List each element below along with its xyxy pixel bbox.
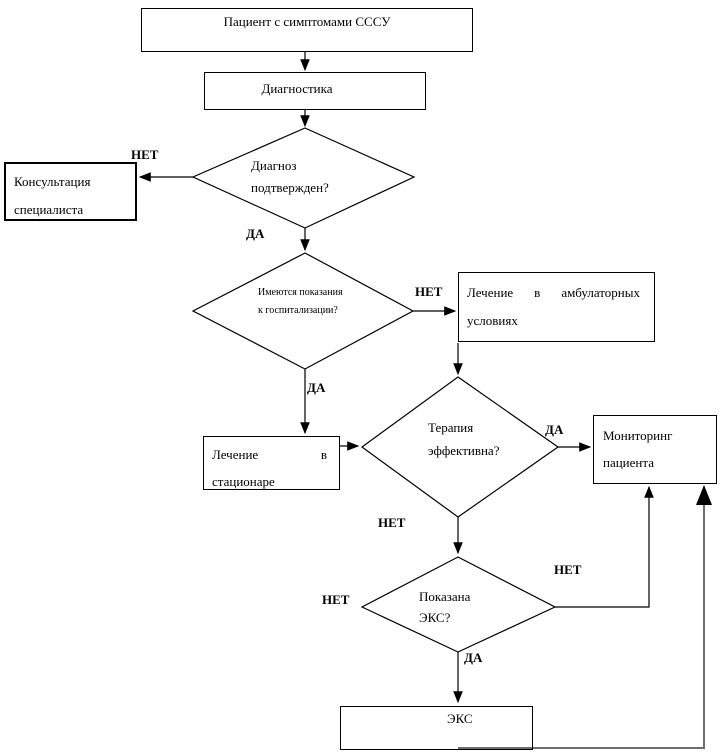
node-outpatient-word1: Лечение (467, 285, 514, 300)
edge-label-yes-therapy: ДА (545, 422, 564, 437)
edge-label-no-consult: НЕТ (131, 147, 159, 162)
edge-label-yes-pacing: ДА (464, 650, 483, 665)
node-consult: Консультация специалиста (4, 162, 137, 221)
edge-label-yes-hospitalization: ДА (307, 380, 326, 395)
decision-hospitalization-text: Имеются показания к госпитализации? (258, 284, 343, 320)
node-inpatient-word1: Лечение (212, 447, 259, 462)
node-inpatient-line1: Лечение в (204, 441, 339, 468)
decision-therapy-effective-text: Терапия эффективна? (428, 416, 499, 462)
edge-pacing-no-to-monitoring (555, 485, 654, 608)
node-diagnostics: Диагностика (204, 72, 426, 110)
node-patient: Пациент с симптомами СССУ (141, 8, 473, 52)
decision-hospitalization-line1: Имеются показания (258, 287, 343, 298)
node-monitoring-line1: Мониторинг (603, 428, 673, 443)
decision-hospitalization-line2: к госпитализации? (258, 305, 338, 316)
node-inpatient: Лечение в стационаре (203, 436, 340, 490)
decision-diagnosis-confirmed-text: Диагноз подтвержден? (251, 155, 329, 199)
edge-label-no-therapy: НЕТ (378, 515, 406, 530)
decision-therapy-line1: Терапия (428, 420, 474, 435)
node-inpatient-word2: в (320, 447, 327, 462)
edge-label-no-pacing-right: НЕТ (554, 562, 582, 577)
edge-pacemaker-to-monitoring (458, 485, 712, 749)
node-pacemaker: ЭКС (340, 706, 533, 750)
edge-label-yes-diagnosis: ДА (246, 226, 265, 241)
node-outpatient-line2: условиях (467, 313, 518, 328)
node-patient-label: Пациент с симптомами СССУ (223, 14, 391, 29)
node-diagnostics-label: Диагностика (261, 81, 333, 96)
node-consult-line2: специалиста (14, 202, 84, 217)
decision-pacing-line1: Показана (419, 589, 471, 604)
node-consult-line1: Консультация (14, 174, 91, 189)
edge-label-no-pacing-left: НЕТ (322, 592, 350, 607)
decision-diagnosis-line2: подтвержден? (251, 180, 329, 195)
node-pacemaker-label: ЭКС (447, 711, 473, 726)
node-inpatient-line2: стационаре (212, 474, 275, 489)
node-outpatient-word2: в (534, 285, 541, 300)
node-monitoring-line2: пациента (603, 455, 654, 470)
decision-diagnosis-line1: Диагноз (251, 158, 297, 173)
node-outpatient: Лечение в амбулаторных условиях (458, 272, 655, 342)
node-outpatient-word3: амбулаторных (561, 285, 640, 300)
edge-label-no-hospitalization: НЕТ (415, 284, 443, 299)
node-outpatient-line1: Лечение в амбулаторных (459, 279, 654, 307)
decision-pacemaker-indicated-text: Показана ЭКС? (419, 586, 470, 628)
decision-pacing-line2: ЭКС? (419, 610, 451, 625)
node-monitoring: Мониторинг пациента (593, 415, 717, 484)
decision-therapy-line2: эффективна? (428, 443, 500, 458)
